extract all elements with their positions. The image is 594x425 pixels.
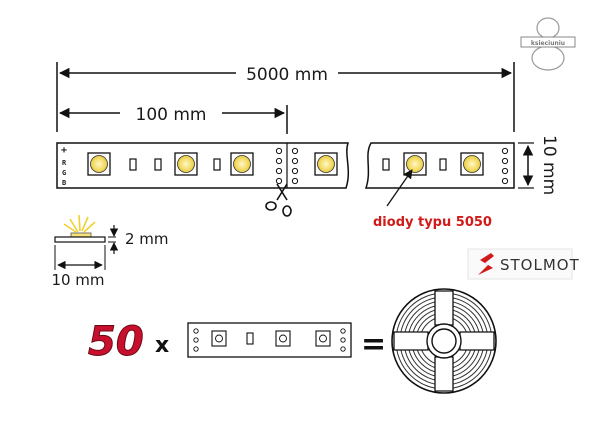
width-label: 10 mm — [539, 135, 559, 195]
cut-pads-right — [501, 147, 509, 185]
total-length-dimension: 5000 mm — [56, 62, 515, 132]
led-icon — [90, 155, 108, 173]
strip-letter-g: G — [62, 169, 66, 177]
cut-length-dimension: 100 mm — [58, 105, 288, 134]
cut-pads — [275, 143, 299, 188]
resistor — [154, 158, 162, 171]
times-symbol: x — [155, 333, 169, 358]
diode-width-label: 10 mm — [51, 271, 104, 289]
side-led-chip — [70, 232, 92, 238]
diode-callout: diody typu 5050 — [373, 169, 492, 230]
led-strip: + R G B — [56, 142, 515, 189]
count-label: 50 — [88, 319, 144, 365]
led-icon — [177, 155, 195, 173]
diode — [314, 152, 338, 176]
led-icon — [233, 155, 251, 173]
resistor — [129, 158, 137, 171]
diode — [403, 152, 427, 176]
diode — [230, 152, 254, 176]
brand-name: STOLMOT — [500, 256, 580, 274]
diode — [460, 152, 484, 176]
strip-plus-sign: + — [61, 145, 67, 156]
watermark-logo: ksieciuniu — [520, 17, 576, 71]
callout-arrow — [386, 169, 413, 207]
strip-letter-r: R — [62, 159, 67, 167]
strip-left-section — [56, 142, 350, 189]
light-rays-icon — [63, 214, 96, 233]
led-icon — [317, 155, 335, 173]
height-label: 2 mm — [125, 230, 169, 248]
diode — [87, 152, 111, 176]
diode — [174, 152, 198, 176]
width-dimension: 10 mm — [518, 135, 559, 195]
scissors-icon — [265, 183, 292, 217]
resistor — [213, 158, 221, 171]
logo-banner — [520, 36, 576, 48]
equals-symbol: = — [361, 327, 386, 362]
side-profile: 2 mm 10 mm — [51, 214, 169, 289]
led-icon — [463, 155, 481, 173]
strip-letter-b: B — [62, 179, 66, 187]
diode-type-label: diody typu 5050 — [373, 215, 492, 230]
side-strip-base — [54, 236, 106, 243]
resistor — [439, 158, 447, 171]
short-strip — [187, 322, 352, 358]
resistor — [382, 158, 390, 171]
cut-length-label: 100 mm — [136, 105, 207, 125]
total-length-label: 5000 mm — [246, 65, 328, 85]
equation: 50 x = — [88, 319, 387, 366]
brand-logo: STOLMOT — [467, 248, 580, 280]
logo-body-icon — [531, 45, 565, 71]
logo-text: ksieciuniu — [531, 40, 565, 47]
brand-s-icon — [478, 253, 494, 275]
logo-head-icon — [536, 17, 560, 39]
reel-icon — [391, 288, 497, 394]
led-icon — [406, 155, 424, 173]
